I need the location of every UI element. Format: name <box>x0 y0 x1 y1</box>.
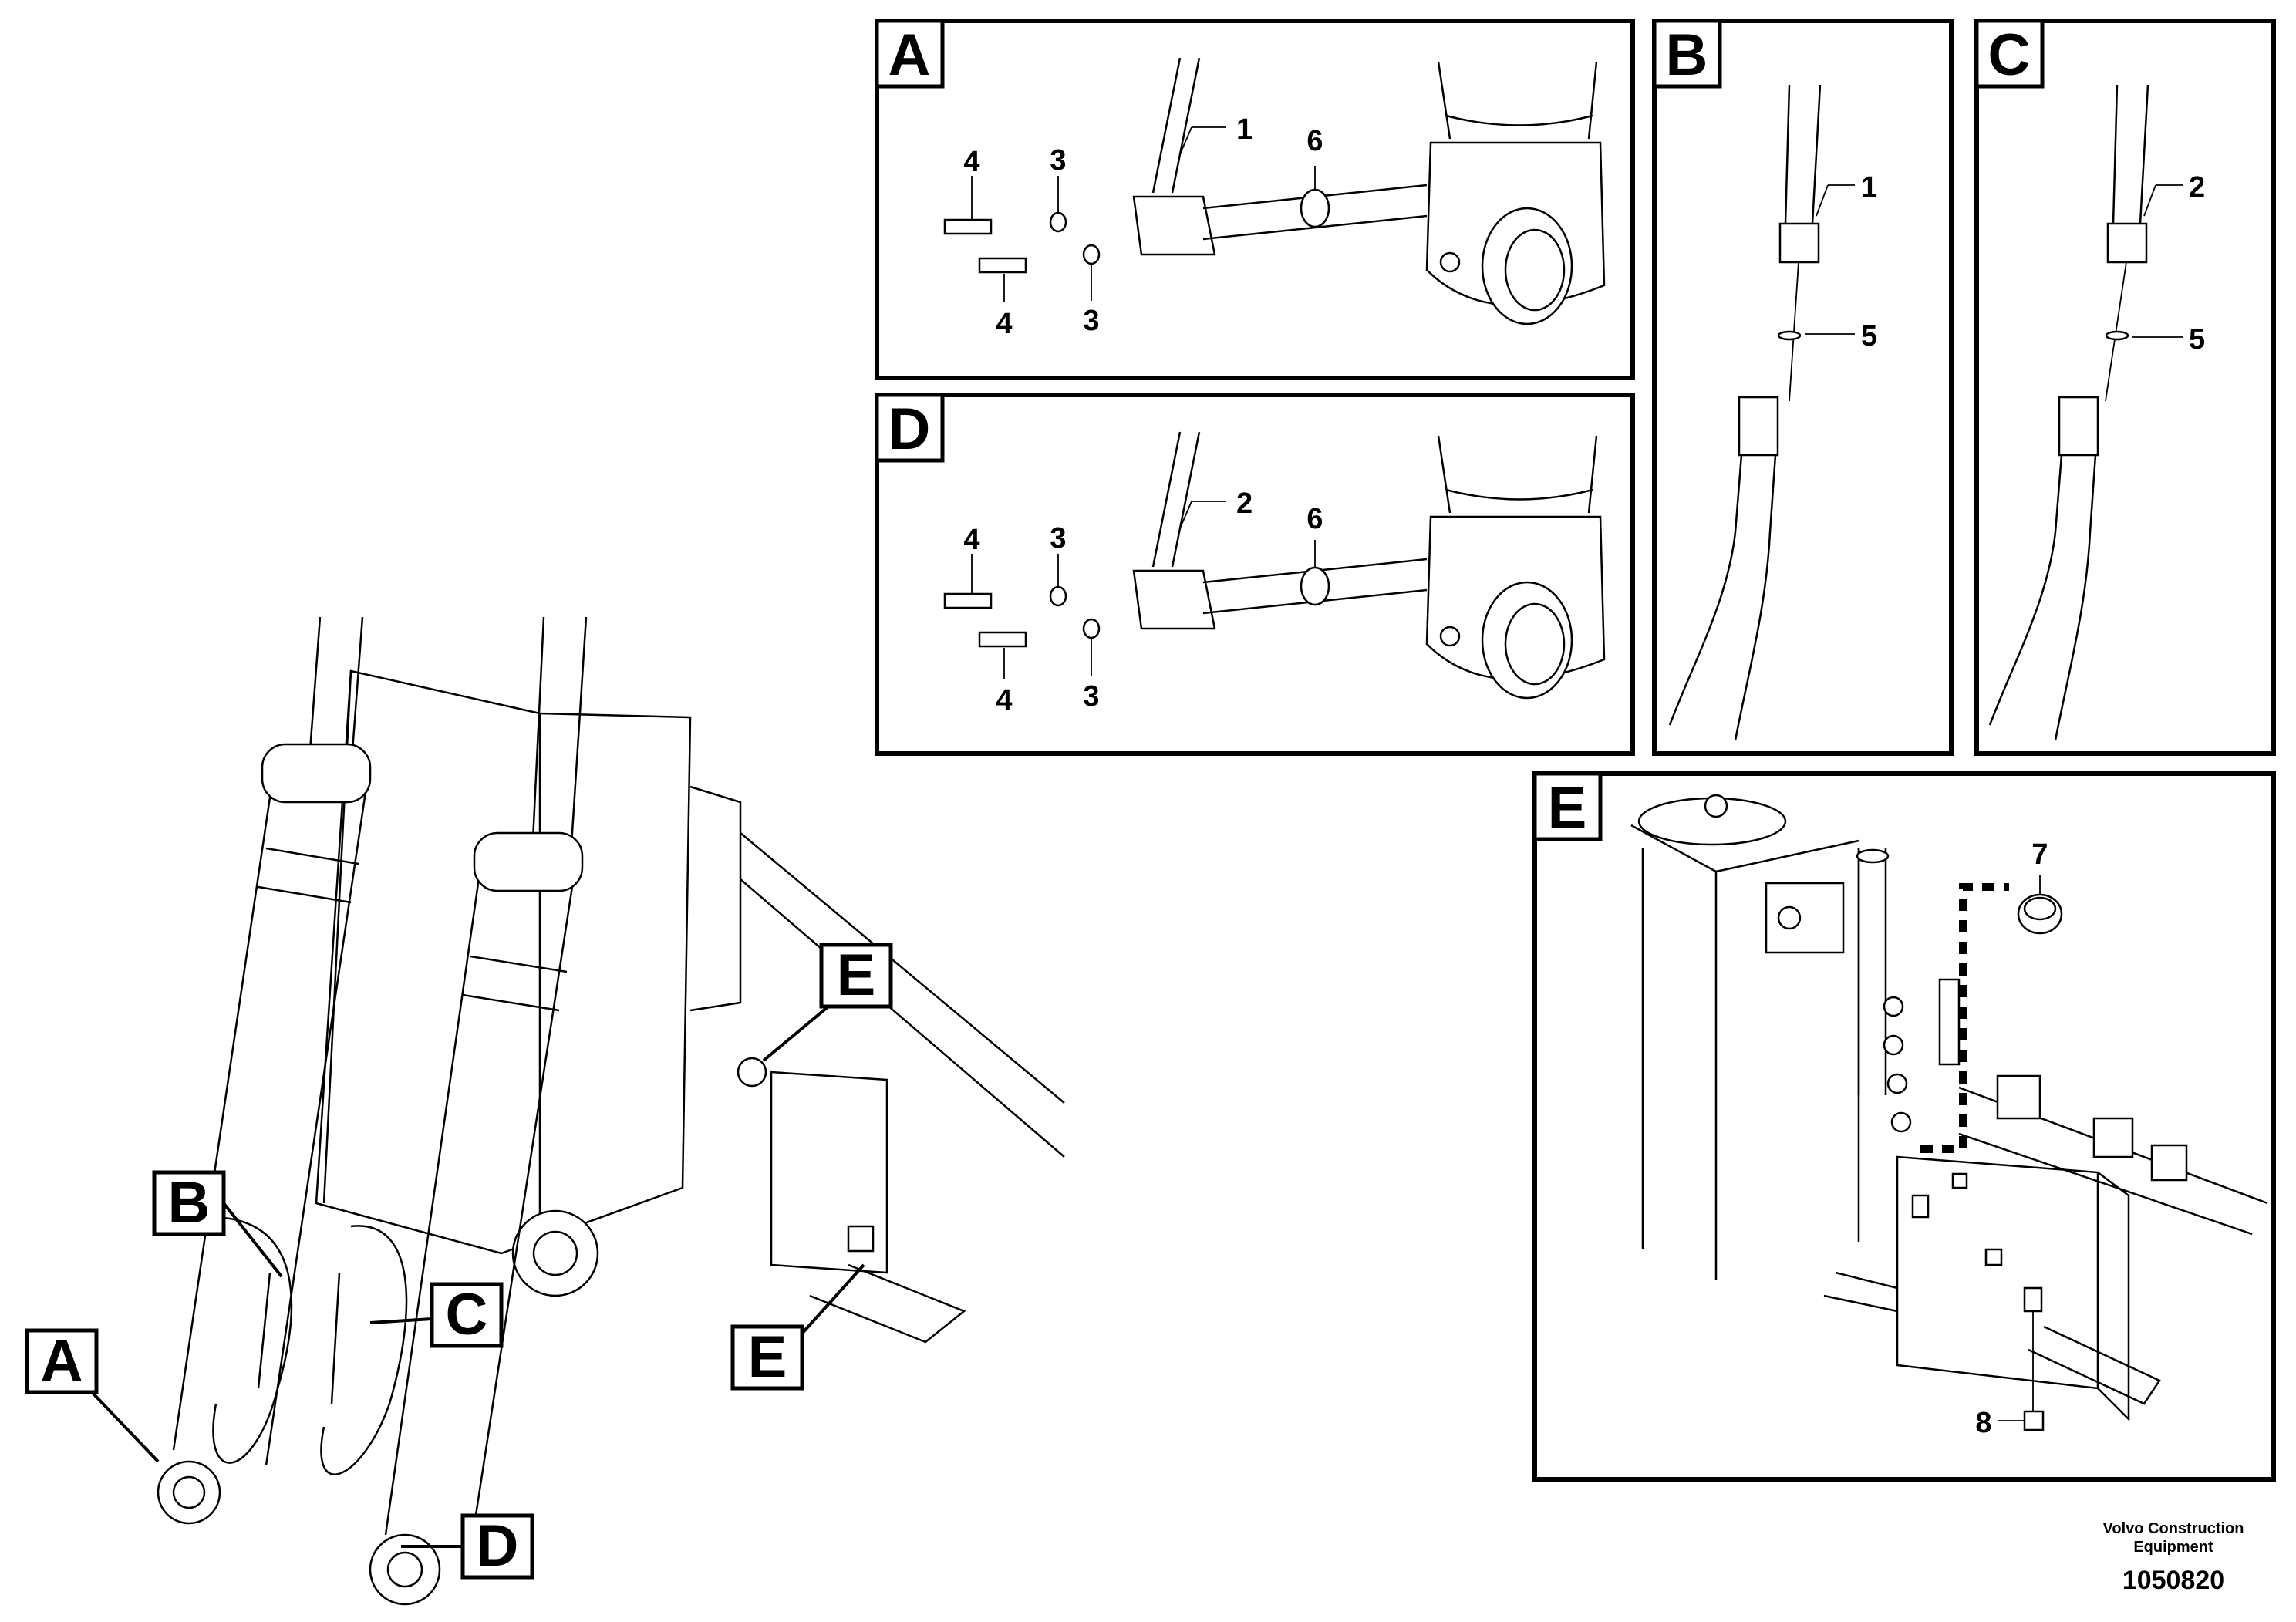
svg-text:A: A <box>888 22 931 88</box>
svg-text:4: 4 <box>996 684 1012 717</box>
svg-text:6: 6 <box>1306 125 1323 157</box>
footer: Volvo Construction Equipment 1050820 <box>2103 1520 2244 1595</box>
svg-text:8: 8 <box>1975 1407 1991 1439</box>
company-name-line2: Equipment <box>2133 1539 2213 1556</box>
svg-text:5: 5 <box>2189 323 2205 356</box>
svg-text:3: 3 <box>1050 144 1066 177</box>
svg-text:A: A <box>41 1328 83 1394</box>
callout-b-main: B <box>152 1170 283 1278</box>
detail-panel-c: C 2 5 <box>1974 19 2276 756</box>
svg-text:6: 6 <box>1306 503 1323 535</box>
svg-text:4: 4 <box>996 308 1012 340</box>
svg-text:B: B <box>1666 22 1708 88</box>
callout-d-main: D <box>401 1513 534 1580</box>
callout-a-main: A <box>25 1328 160 1463</box>
svg-text:3: 3 <box>1083 680 1099 713</box>
detail-panel-a: A 1 4 3 4 3 6 <box>875 19 1635 380</box>
svg-text:E: E <box>748 1324 787 1390</box>
svg-text:3: 3 <box>1083 305 1099 337</box>
svg-text:B: B <box>168 1170 211 1236</box>
svg-text:4: 4 <box>963 146 979 178</box>
callout-c-main: C <box>369 1282 504 1348</box>
svg-text:2: 2 <box>2189 171 2205 204</box>
svg-text:3: 3 <box>1050 522 1066 555</box>
detail-panel-b: B 1 5 <box>1652 19 1954 756</box>
svg-text:D: D <box>477 1513 519 1579</box>
callout-e-main-upper: E <box>762 943 893 1062</box>
callout-e-main-lower: E <box>730 1263 865 1391</box>
drawing-number: 1050820 <box>2122 1566 2224 1595</box>
svg-text:C: C <box>1988 22 2031 88</box>
main-assembly <box>157 616 1065 1606</box>
svg-text:1: 1 <box>1236 113 1253 146</box>
svg-text:4: 4 <box>963 524 979 556</box>
svg-text:D: D <box>888 396 931 462</box>
svg-text:7: 7 <box>2031 838 2048 871</box>
svg-text:5: 5 <box>1861 320 1877 352</box>
svg-text:2: 2 <box>1236 487 1253 520</box>
svg-text:E: E <box>837 943 876 1008</box>
detail-panel-e: E <box>1532 771 2276 1482</box>
detail-panel-d: D 2 4 3 4 3 6 <box>875 393 1635 756</box>
svg-text:C: C <box>446 1282 488 1347</box>
company-name-line1: Volvo Construction <box>2103 1520 2244 1537</box>
svg-text:E: E <box>1548 775 1587 841</box>
svg-text:1: 1 <box>1861 171 1877 204</box>
